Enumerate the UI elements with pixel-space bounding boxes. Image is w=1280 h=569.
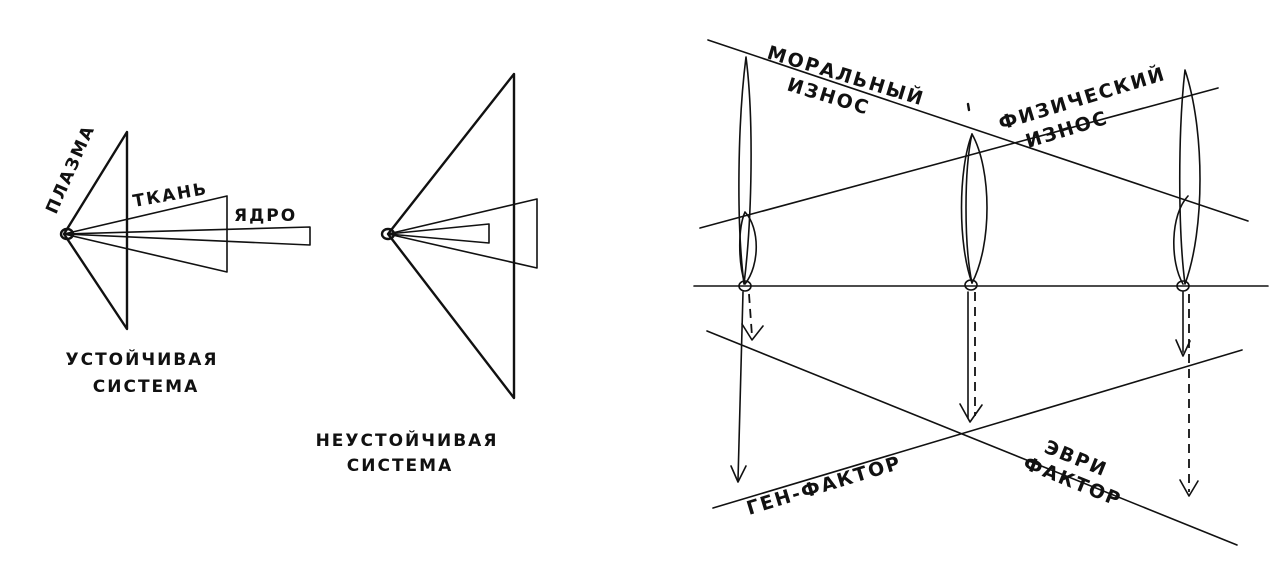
column-left-stippled-lens [739,211,758,285]
tissue-label: ТКАНЬ [131,179,209,212]
column-left-solid-arrowhead [730,465,747,483]
column-right-dashed-arrowhead [1179,479,1199,497]
tissue-wedge-small [387,198,538,269]
column-middle [959,133,988,423]
column-left-dashed-arrow [748,293,753,337]
gen-factor-line [712,349,1243,509]
column-left-solid-arrow [737,291,744,481]
plasma-triangle [62,130,129,331]
nucleus-wedge-small [387,223,490,244]
wear-factor-diagram: МОРАЛЬНЫЙ ИЗНОС ФИЗИЧЕСКИЙ ИЗНОС ГЕН-ФАК… [693,39,1269,546]
column-right-node [1176,280,1190,292]
moral-wear-line [707,39,1249,222]
gen-factor-label: ГЕН-ФАКТОР [744,452,904,520]
evri-factor-line [706,330,1238,546]
stable-caption-line1: УСТОЙЧИВАЯ [65,348,218,370]
tissue-wedge [63,195,228,273]
column-right-solid-arrowhead [1175,339,1191,357]
plasma-triangle-large [386,72,516,400]
unstable-system-diagram: НЕУСТОЙЧИВАЯ СИСТЕМА [316,72,538,476]
column-middle-thin-lens [960,133,973,284]
column-right-thin-lens [1173,195,1189,285]
column-right [1173,69,1201,497]
column-right-dark-lens [1178,69,1201,285]
column-left-node [738,280,752,292]
plasma-label: ПЛАЗМА [42,122,99,218]
stable-system-diagram: ПЛАЗМА ТКАНЬ ЯДРО УСТОЙЧИВАЯ СИСТЕМА [42,122,311,397]
origin-node [59,227,75,241]
unstable-caption-line1: НЕУСТОЙЧИВАЯ [316,429,499,451]
intersection-tick [966,102,971,112]
column-middle-arrowhead [959,403,983,423]
column-middle-node [964,279,978,291]
physical-wear-line [699,87,1219,229]
column-left-dashed-arrowhead [741,323,764,341]
origin-node [380,227,396,241]
column-left [730,56,764,483]
nucleus-label: ЯДРО [234,206,297,226]
unstable-caption-line2: СИСТЕМА [347,456,453,476]
column-middle-hatched-lens [965,133,988,284]
column-left-tall-lens [738,56,752,285]
stable-caption-line2: СИСТЕМА [93,377,199,397]
nucleus-wedge [63,226,311,246]
